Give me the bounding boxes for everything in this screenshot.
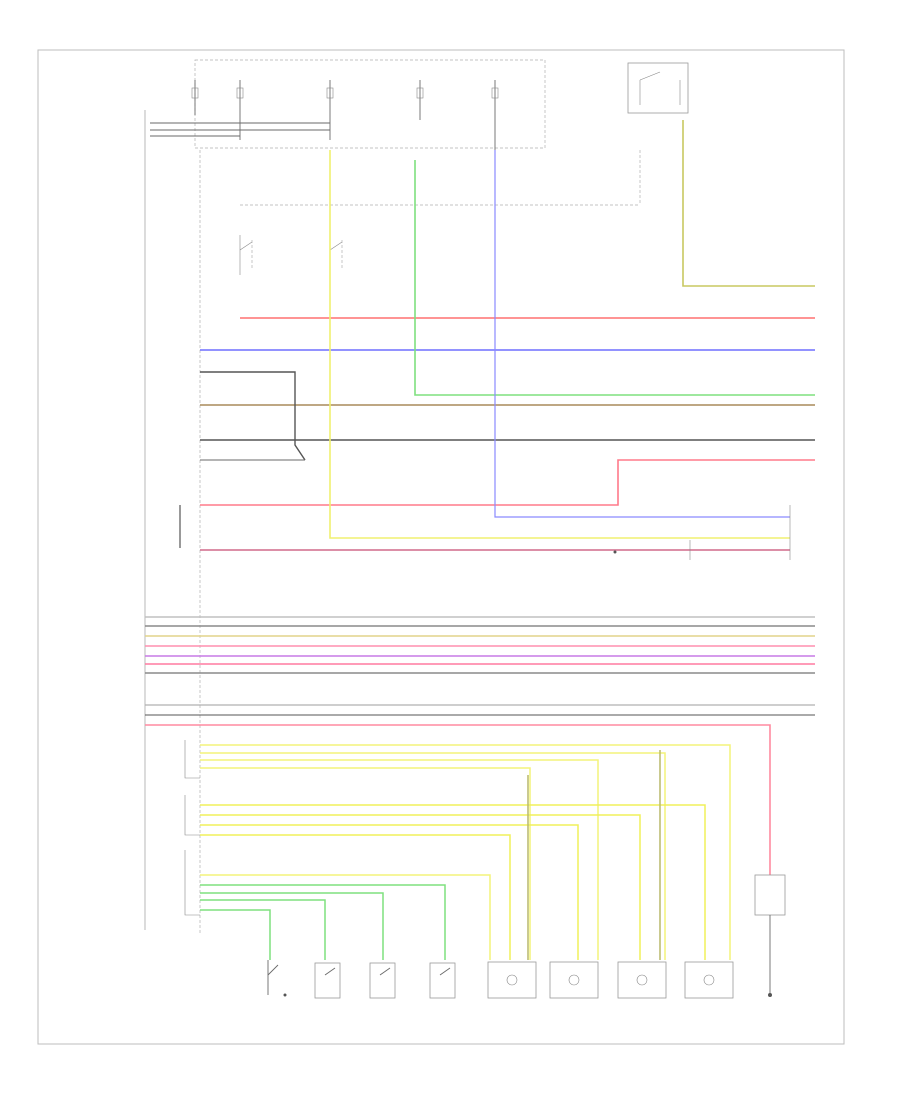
wire-olive-top-right (682, 120, 815, 287)
wire-gray-connector (200, 371, 306, 461)
bottom-switch-2 (314, 962, 341, 999)
bottom-actuator-3 (617, 961, 667, 999)
diagram-frame (37, 49, 845, 1045)
fuse-4 (416, 80, 424, 120)
fuse-1 (191, 80, 199, 115)
bottom-switch-4 (429, 962, 456, 999)
wire-pink-1 (200, 459, 815, 506)
relay-box (627, 62, 689, 114)
wire-green-2 (200, 884, 446, 960)
relay-switch-1 (239, 235, 253, 275)
bottom-actuator-4 (684, 961, 734, 999)
bottom-switch-3 (369, 962, 396, 999)
fuse-3 (326, 80, 334, 140)
wire-yellow-2 (200, 744, 731, 960)
fuse-box-outline (194, 59, 546, 149)
right-module (754, 874, 786, 997)
wire-green-1 (414, 160, 815, 396)
bottom-actuator-2 (549, 961, 599, 999)
wire-blue-2 (494, 150, 790, 518)
fuse-2 (236, 80, 244, 140)
wire-yellow-1 (329, 150, 790, 539)
relay-switch-2 (329, 235, 343, 275)
fuse-group (191, 80, 499, 150)
fuse-5 (491, 80, 499, 150)
wire-pink-3 (145, 724, 771, 875)
bottom-actuator-1 (487, 961, 537, 999)
bottom-switch-1 (267, 960, 287, 997)
